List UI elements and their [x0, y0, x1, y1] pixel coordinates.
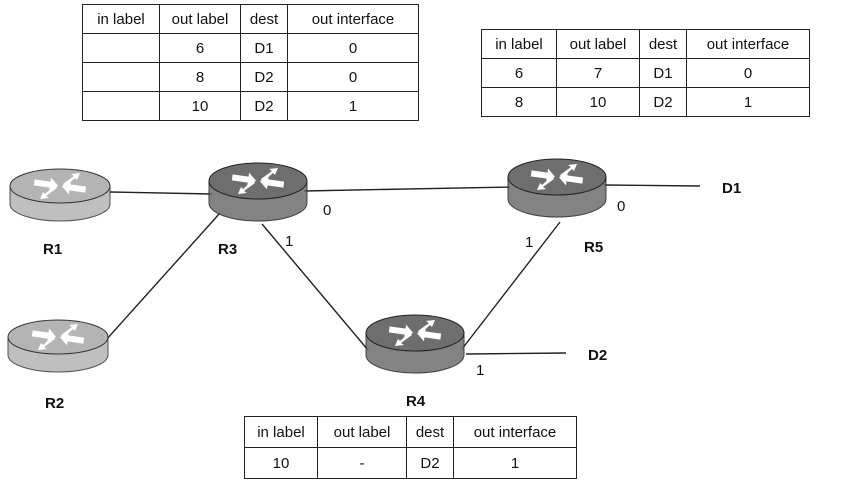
- table-cell: 1: [686, 87, 810, 117]
- table-cell: D1: [639, 58, 687, 88]
- interface-label-r3-0: 0: [323, 202, 331, 219]
- column-header: out interface: [686, 29, 810, 59]
- table-header-row: in label out label dest out interface: [244, 416, 577, 448]
- table-row: 10 D2 1: [82, 91, 419, 121]
- link-r3-r5: [303, 186, 511, 192]
- table-cell: -: [317, 447, 407, 479]
- link-r4-d2: [465, 352, 567, 355]
- table-cell: 0: [287, 33, 419, 63]
- table-header-row: in label out label dest out interface: [481, 29, 810, 59]
- interface-label-r5-1: 1: [525, 234, 533, 251]
- table-cell: 10: [159, 91, 241, 121]
- column-header: dest: [240, 4, 288, 34]
- table-row: 8 10 D2 1: [481, 87, 810, 117]
- column-header: in label: [244, 416, 318, 448]
- link-r1-r3: [109, 191, 213, 195]
- interface-label-r3-1: 1: [285, 233, 293, 250]
- table-cell: 6: [481, 58, 557, 88]
- column-header: dest: [406, 416, 454, 448]
- table-header-row: in label out label dest out interface: [82, 4, 419, 34]
- column-header: out label: [159, 4, 241, 34]
- table-row: 10 - D2 1: [244, 447, 577, 479]
- table-row: 6 D1 0: [82, 33, 419, 63]
- table-cell: 0: [686, 58, 810, 88]
- forwarding-table-r3: in label out label dest out interface 6 …: [82, 4, 419, 121]
- router-r3[interactable]: [208, 162, 308, 222]
- forwarding-table-r5: in label out label dest out interface 6 …: [481, 29, 810, 117]
- table-cell: [82, 62, 160, 92]
- column-header: out label: [556, 29, 640, 59]
- column-header: out label: [317, 416, 407, 448]
- destination-d1: D1: [722, 180, 741, 197]
- router-label-r1: R1: [43, 241, 62, 258]
- table-cell: 10: [244, 447, 318, 479]
- table-row: 8 D2 0: [82, 62, 419, 92]
- link-r3-r4: [261, 223, 369, 351]
- forwarding-table-r4: in label out label dest out interface 10…: [244, 416, 577, 479]
- table-cell: 7: [556, 58, 640, 88]
- router-r5[interactable]: [507, 158, 607, 218]
- table-cell: D1: [240, 33, 288, 63]
- link-r2-r3: [105, 212, 221, 341]
- destination-d2: D2: [588, 347, 607, 364]
- column-header: out interface: [453, 416, 577, 448]
- table-cell: 8: [481, 87, 557, 117]
- link-r5-d1: [603, 184, 701, 187]
- router-r2[interactable]: [7, 319, 109, 373]
- table-cell: D2: [406, 447, 454, 479]
- column-header: in label: [82, 4, 160, 34]
- table-cell: D2: [240, 91, 288, 121]
- table-cell: 10: [556, 87, 640, 117]
- router-r1[interactable]: [9, 168, 111, 222]
- router-r4[interactable]: [365, 314, 465, 374]
- column-header: dest: [639, 29, 687, 59]
- router-label-r2: R2: [45, 395, 64, 412]
- router-label-r4: R4: [406, 393, 426, 410]
- router-label-r5: R5: [584, 239, 603, 256]
- table-cell: D2: [240, 62, 288, 92]
- table-cell: 1: [287, 91, 419, 121]
- interface-label-r4-1: 1: [476, 362, 484, 379]
- table-cell: [82, 91, 160, 121]
- table-cell: [82, 33, 160, 63]
- column-header: in label: [481, 29, 557, 59]
- table-row: 6 7 D1 0: [481, 58, 810, 88]
- table-cell: 8: [159, 62, 241, 92]
- table-cell: D2: [639, 87, 687, 117]
- interface-label-r5-0: 0: [617, 198, 625, 215]
- link-r5-r4: [461, 221, 561, 350]
- table-cell: 6: [159, 33, 241, 63]
- table-cell: 0: [287, 62, 419, 92]
- router-label-r3: R3: [218, 241, 237, 258]
- table-cell: 1: [453, 447, 577, 479]
- column-header: out interface: [287, 4, 419, 34]
